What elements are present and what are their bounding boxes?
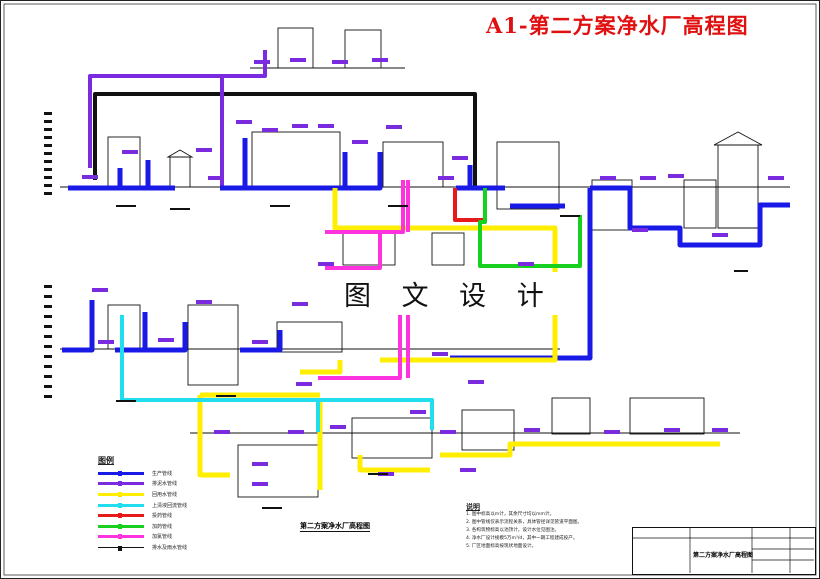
regulating-tank: [187, 304, 239, 386]
structure-name-bars: [116, 205, 748, 509]
aux-tank-2: [431, 232, 465, 266]
legend-label: 加氯管线: [152, 534, 173, 541]
legend-heading: 图例: [98, 456, 114, 465]
legend-item: 回用水管线: [98, 489, 258, 500]
legend-label: 生产管线: [152, 470, 173, 477]
legend: 图例 生产管线 排泥水管线 回用水管线 上清液回流管线 投药管线 加药管线 加氯…: [98, 455, 258, 553]
title-block-grid: [632, 527, 814, 573]
legend-item: 加氯管线: [98, 532, 258, 543]
structures: [107, 27, 763, 498]
sedimentation-tank: [382, 141, 444, 188]
note-line: 1. 图中标高以m计，其余尺寸均以mm计。: [466, 512, 555, 517]
dewatering-house: [551, 397, 591, 435]
legend-item: 排水及雨水管线: [98, 542, 258, 553]
ground-lines: [60, 67, 790, 434]
legend-swatch-chlorine: [98, 534, 144, 540]
legend-label: 排水及雨水管线: [152, 544, 188, 551]
balance-tank: [351, 417, 433, 459]
note-line: 5. 厂区地面标高按现状地面设计。: [466, 544, 537, 549]
drain-line: [93, 92, 477, 187]
drawing-title: A1-第二方案净水厂高程图: [486, 13, 749, 38]
pump-house: [166, 149, 194, 188]
elevation-scale-upper: [44, 112, 52, 195]
thickener: [276, 321, 343, 353]
legend-swatch-dosing: [98, 513, 144, 519]
legend-swatch-sludge: [98, 481, 144, 487]
legend-label: 上清液回流管线: [152, 502, 188, 509]
legend-item: 排泥水管线: [98, 479, 258, 490]
sludge-line-1: [88, 50, 267, 168]
legend-label: 加药管线: [152, 523, 173, 530]
note-line: 3. 各构筑物标高以池顶计，设计水位见图注。: [466, 528, 560, 533]
legend-swatch-chemical: [98, 523, 144, 529]
legend-label: 投药管线: [152, 513, 173, 520]
building-dosing: [277, 27, 314, 69]
legend-swatch-drain: [98, 545, 144, 551]
reuse-tank: [461, 409, 515, 451]
reuse-line: [197, 188, 720, 490]
production-line: [68, 138, 790, 361]
elevation-tags: [82, 58, 784, 486]
elevation-scale-lower: [44, 285, 52, 398]
notes-heading: 说明: [466, 503, 480, 511]
notes: 说明 1. 图中标高以m计，其余尺寸均以mm计。 2. 图中管线仅表示流程关系，…: [466, 503, 626, 551]
watermark-text: 图 文 设 计: [338, 272, 561, 315]
pipelines: [62, 50, 790, 490]
legend-label: 排泥水管线: [152, 481, 178, 488]
production-line-lower: [62, 300, 283, 353]
note-line: 2. 图中管线仅表示流程关系，具体管径详见管道平面图。: [466, 520, 583, 525]
legend-item: 上清液回流管线: [98, 500, 258, 511]
legend-item: 投药管线: [98, 510, 258, 521]
inner-border: [3, 3, 817, 576]
intake-well: [107, 136, 141, 188]
legend-swatch-reuse: [98, 491, 144, 497]
press-house: [629, 397, 705, 435]
legend-swatch-supernatant: [98, 502, 144, 508]
title-block: 第二方案净水厂高程图: [632, 527, 816, 575]
title-block-drawing-name: 第二方案净水厂高程图: [693, 552, 754, 559]
filter: [496, 141, 560, 210]
dosing-line: [453, 188, 485, 222]
aux-tank-1: [342, 232, 396, 266]
building-chlorine: [344, 29, 382, 69]
chemical-line: [478, 188, 582, 268]
drawing-caption: 第二方案净水厂高程图: [300, 522, 370, 532]
legend-item: 生产管线: [98, 468, 258, 479]
sump: [683, 179, 717, 229]
supernatant-line: [120, 315, 434, 432]
legend-swatch-production: [98, 470, 144, 476]
note-line: 4. 净水厂设计规模5万m³/d，其中一期工程建成投产。: [466, 536, 578, 541]
water-tower: [713, 131, 763, 229]
flocculation-tank: [251, 131, 341, 188]
legend-label: 回用水管线: [152, 491, 178, 498]
legend-item: 加药管线: [98, 521, 258, 532]
